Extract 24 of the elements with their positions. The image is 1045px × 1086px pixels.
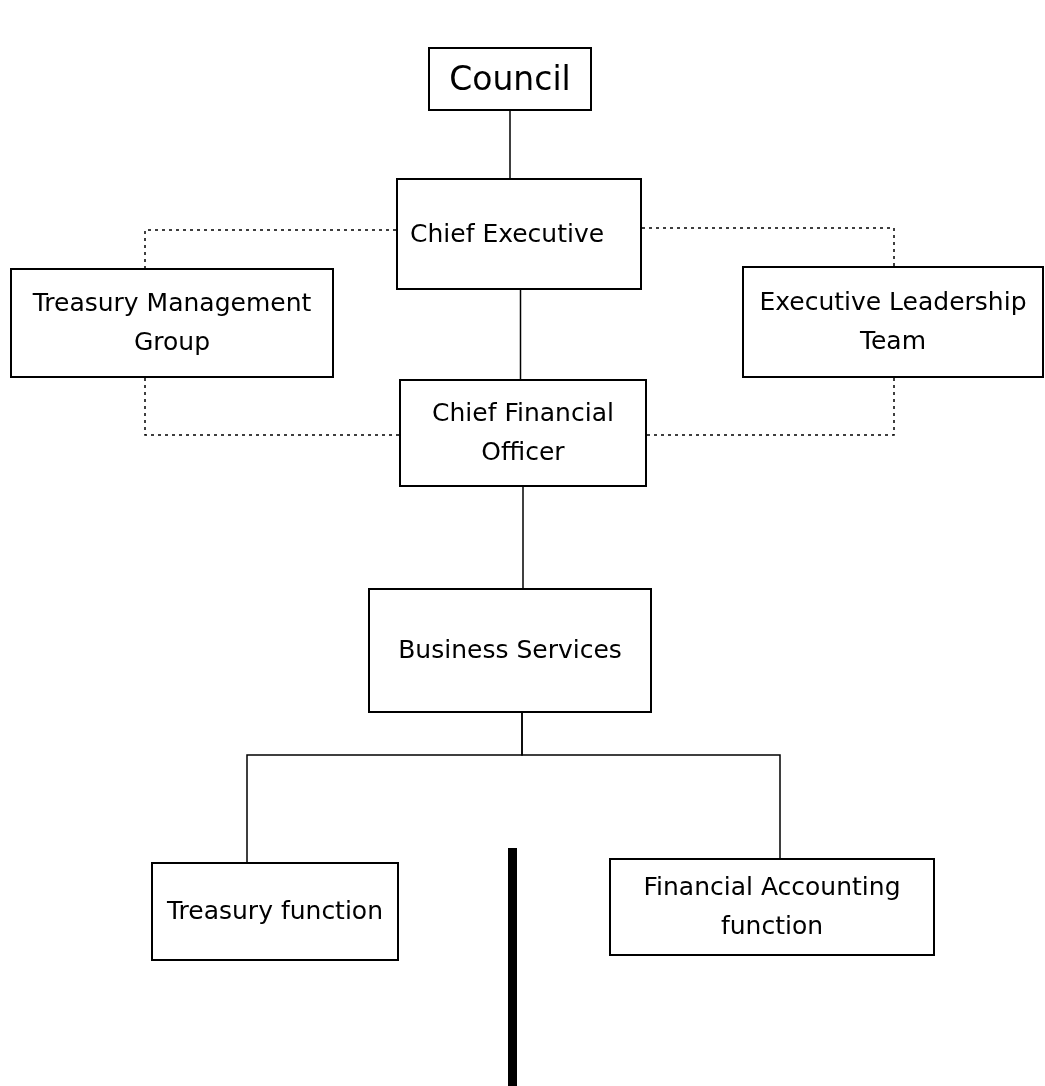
org-box — [399, 379, 647, 487]
box-label: Financial Accounting function — [642, 871, 902, 942]
dotted-connector — [646, 377, 895, 436]
org-box — [10, 268, 334, 378]
box-label: Treasury Management Group — [31, 287, 313, 358]
connector-line — [521, 712, 781, 859]
connector-line — [509, 110, 511, 179]
dotted-connector — [144, 377, 400, 436]
box-label: Treasury function — [166, 895, 383, 928]
org-box — [396, 178, 642, 290]
box-label: Executive Leadership Team — [758, 286, 1028, 357]
org-box — [609, 858, 935, 956]
connector-line — [522, 486, 524, 589]
org-box — [428, 47, 592, 111]
box-label: Business Services — [398, 634, 622, 667]
org-box — [368, 588, 652, 713]
box-label: Council — [449, 58, 571, 101]
org-box — [742, 266, 1044, 378]
box-label: Chief Executive — [410, 217, 605, 250]
dotted-connector — [641, 227, 895, 267]
box-label: Chief Financial Officer — [431, 397, 615, 468]
org-box — [151, 862, 399, 961]
dotted-connector — [144, 229, 397, 269]
connector-line — [519, 289, 522, 380]
